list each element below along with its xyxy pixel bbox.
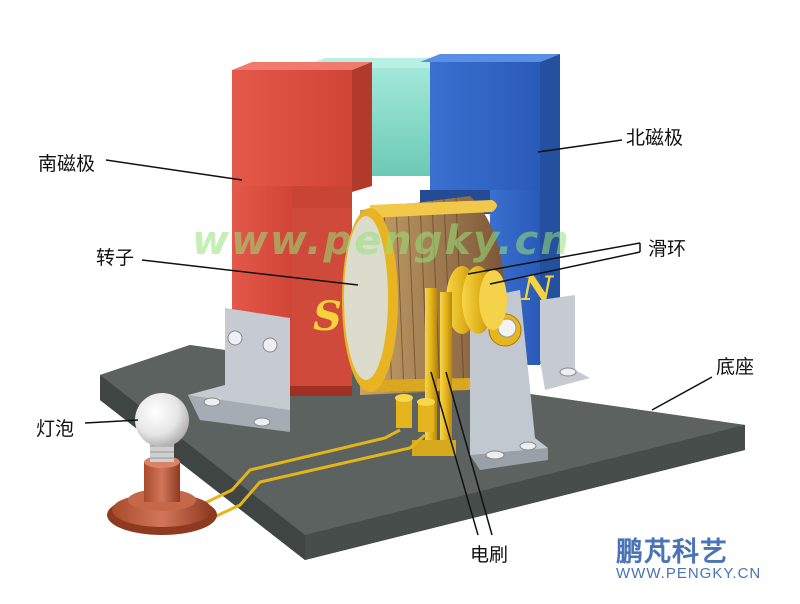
leader-north-pole	[537, 139, 623, 153]
left-mount-bracket	[188, 308, 290, 432]
right-mount-bracket	[540, 295, 590, 390]
logo-url: WWW.PENGKY.CN	[616, 565, 762, 582]
leader-rotor	[141, 259, 359, 286]
leader-slip-ring-1	[467, 242, 641, 275]
slip-rings	[446, 266, 507, 334]
logo-name: 鹏芃科艺	[616, 537, 728, 568]
label-rotor: 转子	[96, 247, 135, 269]
label-slip-ring: 滑环	[648, 238, 687, 260]
leader-bulb	[84, 419, 139, 424]
leader-south-pole	[105, 159, 243, 181]
rotor-coil	[342, 196, 505, 395]
wires	[204, 428, 426, 520]
south-pole-letter: S	[313, 293, 342, 340]
leader-brush-1	[430, 371, 479, 536]
label-north-pole: 北磁极	[626, 127, 684, 149]
leader-base	[651, 376, 713, 411]
label-base: 底座	[716, 356, 755, 378]
label-south-pole: 南磁极	[38, 153, 96, 175]
leader-lines	[84, 139, 713, 536]
north-pole-magnet	[420, 54, 560, 365]
label-bulb: 灯泡	[36, 418, 75, 440]
light-bulb	[107, 393, 217, 535]
watermark-url: www.pengky.cn	[192, 218, 571, 264]
leader-slip-ring-2	[489, 251, 641, 285]
brush-assembly	[395, 288, 456, 456]
label-brush: 电刷	[470, 544, 509, 566]
leader-brush-2	[445, 371, 493, 536]
